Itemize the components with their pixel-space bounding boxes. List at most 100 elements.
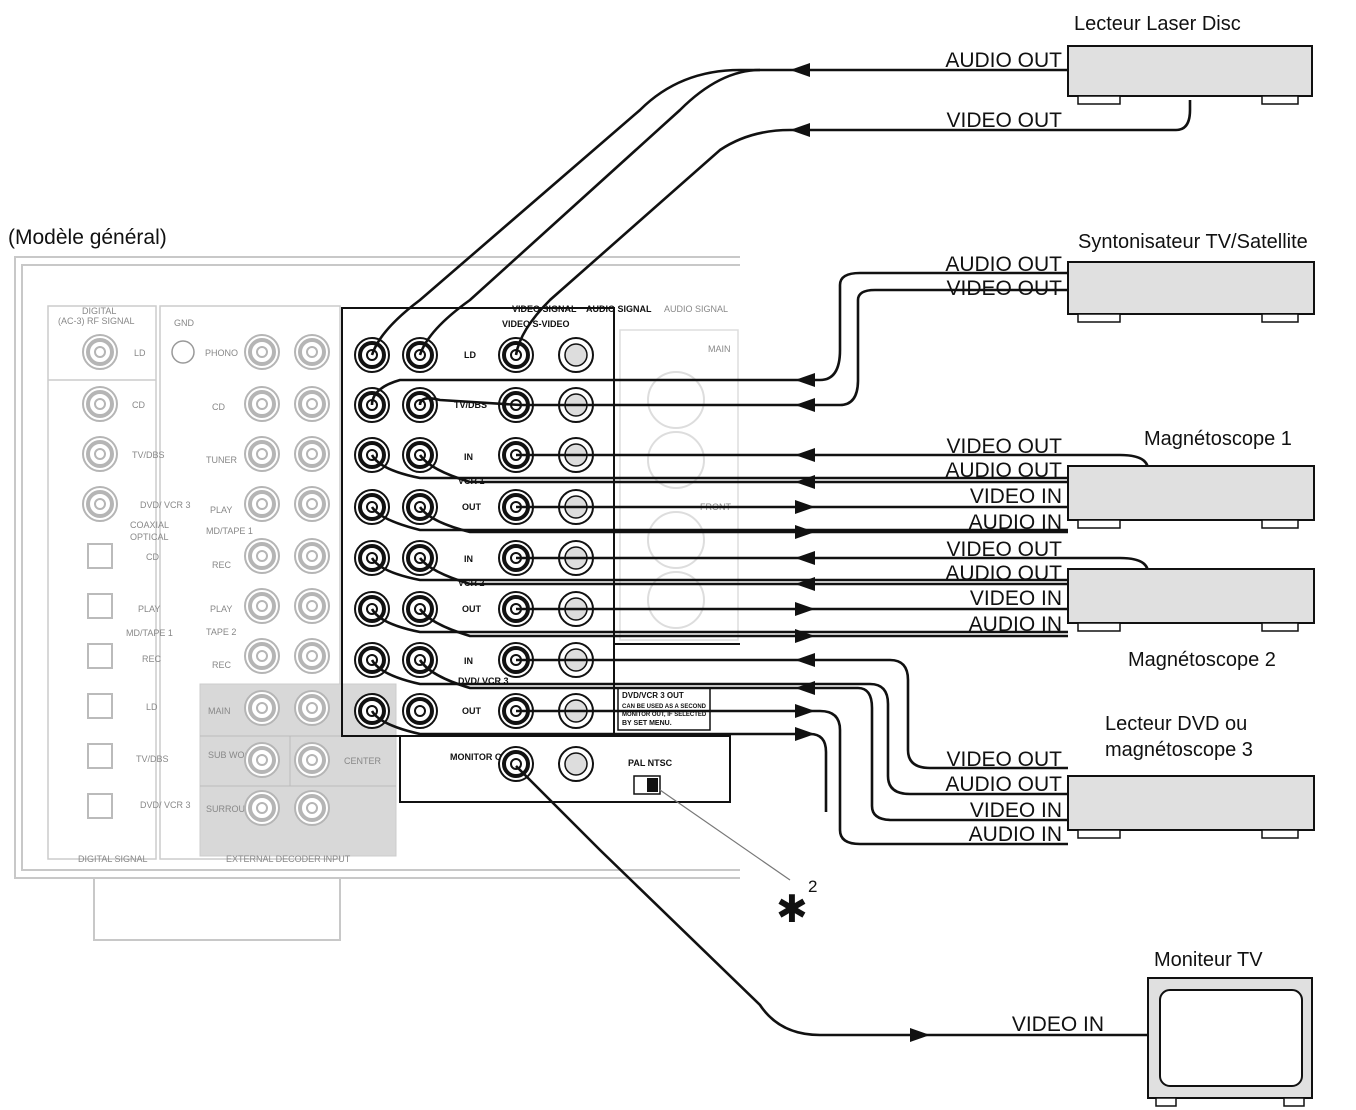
optical-jack-2	[87, 643, 113, 669]
audio-jack-r-7	[294, 690, 330, 726]
port-tuner-video-out: VIDEO OUT	[946, 277, 1062, 300]
panel-cd: CD	[132, 400, 145, 410]
gnd-terminal	[171, 340, 195, 364]
port-vcr1-video-out: VIDEO OUT	[946, 435, 1062, 458]
device-label-monitor: Moniteur TV	[1154, 949, 1263, 971]
device-label-vcr1: Magnétoscope 1	[1144, 428, 1292, 450]
panel-video-svideo: VIDEO S-VIDEO	[502, 319, 570, 329]
panel-opt-rec: REC	[142, 654, 162, 664]
port-vcr2-video-in: VIDEO IN	[970, 587, 1062, 610]
panel-out3: OUT	[462, 706, 482, 716]
panel-opt-play: PLAY	[138, 604, 160, 614]
audio-jack-r-1	[294, 386, 330, 422]
port-dvd-video-in: VIDEO IN	[970, 799, 1062, 822]
audio-jack-r-4	[294, 538, 330, 574]
panel-note2: CAN BE USED AS A SECOND	[622, 704, 707, 710]
panel-dvd-vcr3: DVD/ VCR 3	[140, 500, 191, 510]
audio-jack-l-8	[244, 742, 280, 778]
port-dvd-audio-in: AUDIO IN	[969, 823, 1062, 846]
panel-external-decoder: EXTERNAL DECODER INPUT	[226, 854, 351, 864]
optical-jack-3	[87, 693, 113, 719]
port-vcr1-audio-out: AUDIO OUT	[945, 459, 1062, 482]
panel-tape2: TAPE 2	[206, 627, 236, 637]
panel-dvdvcr3: DVD/ VCR 3	[458, 676, 509, 686]
panel-digital-subtitle: (AC-3) RF SIGNAL	[58, 316, 135, 326]
audio-jack-r-3	[294, 486, 330, 522]
device-label-tuner: Syntonisateur TV/Satellite	[1078, 231, 1308, 253]
panel-note3: MONITOR OUT, IF SELECTED	[622, 712, 707, 718]
audio-jack-l-7	[244, 690, 280, 726]
panel-in2: IN	[464, 554, 473, 564]
panel-ld: LD	[134, 348, 146, 358]
panel-cd2: CD	[212, 402, 225, 412]
device-vcr1	[1067, 465, 1315, 529]
device-dvd	[1067, 775, 1315, 839]
port-ld-video-out: VIDEO OUT	[946, 109, 1062, 132]
panel-note1: DVD/VCR 3 OUT	[622, 691, 684, 700]
panel-center: CENTER	[344, 756, 382, 766]
port-ld-audio-out: AUDIO OUT	[945, 49, 1062, 72]
panel-play: PLAY	[210, 505, 232, 515]
audio-jack-l-9	[244, 790, 280, 826]
panel-optical: OPTICAL	[130, 532, 169, 542]
device-label-dvd-1: Lecteur DVD ou	[1105, 713, 1247, 735]
monitor-out-svideo-jack	[558, 746, 594, 782]
svideo-jack-0	[558, 337, 594, 373]
panel-out2: OUT	[462, 604, 482, 614]
audio-jack-r-0	[294, 334, 330, 370]
audio-jack-l-3	[244, 486, 280, 522]
panel-in3: IN	[464, 656, 473, 666]
panel-md-tape1: MD/TAPE 1	[126, 628, 173, 638]
panel-video-signal: VIDEO SIGNAL	[512, 304, 577, 314]
panel-tvdbs-row: TV/DBS	[454, 400, 487, 410]
port-vcr2-audio-out: AUDIO OUT	[945, 562, 1062, 585]
coax-jack-2	[82, 436, 118, 472]
panel-subwoofer: SUB WOOFER	[208, 750, 270, 760]
monitor-out-video-jack	[498, 746, 534, 782]
panel-out1: OUT	[462, 502, 482, 512]
panel-rec: REC	[212, 560, 232, 570]
port-vcr1-video-in: VIDEO IN	[970, 485, 1062, 508]
panel-play2: PLAY	[210, 604, 232, 614]
coax-jack-3	[82, 486, 118, 522]
port-vcr2-video-out: VIDEO OUT	[946, 538, 1062, 561]
model-label: (Modèle général)	[8, 226, 167, 249]
audio-jack-l-6	[244, 638, 280, 674]
audio-jack-r-9	[294, 790, 330, 826]
device-label-dvd-2: magnétoscope 3	[1105, 739, 1253, 761]
panel-in1: IN	[464, 452, 473, 462]
panel-coaxial: COAXIAL	[130, 520, 169, 530]
panel-note4: BY SET MENU.	[622, 720, 672, 727]
port-vcr2-audio-in: AUDIO IN	[969, 613, 1062, 636]
coax-jack-0	[82, 334, 118, 370]
signal-arrows	[790, 63, 930, 1042]
device-label-vcr2: Magnétoscope 2	[1128, 649, 1276, 671]
panel-tvdbs: TV/DBS	[132, 450, 165, 460]
audio-jack-l-1	[244, 386, 280, 422]
panel-digital-title: DIGITAL	[82, 306, 116, 316]
audio-jack-r-2	[294, 436, 330, 472]
optical-jack-5	[87, 793, 113, 819]
device-label-laserdisc: Lecteur Laser Disc	[1074, 13, 1241, 35]
audio-jack-l-0	[244, 334, 280, 370]
port-monitor-video-in: VIDEO IN	[1012, 1013, 1104, 1036]
panel-audio-signal: AUDIO SIGNAL	[586, 304, 652, 314]
audio-jack-r-5	[294, 588, 330, 624]
port-dvd-audio-out: AUDIO OUT	[945, 773, 1062, 796]
port-vcr1-audio-in: AUDIO IN	[969, 511, 1062, 534]
panel-audio-signal-r: AUDIO SIGNAL	[664, 304, 728, 314]
panel-opt-cd: CD	[146, 552, 159, 562]
panel-opt-dvd: DVD/ VCR 3	[140, 800, 191, 810]
panel-tuner: TUNER	[206, 455, 237, 465]
panel-surround: SURROUND	[206, 804, 259, 814]
device-monitor	[1147, 977, 1313, 1107]
audio-jack-l-2	[244, 436, 280, 472]
optical-jack-1	[87, 593, 113, 619]
panel-main-r: MAIN	[708, 344, 731, 354]
panel-phono: PHONO	[205, 348, 238, 358]
device-tuner	[1067, 261, 1315, 323]
panel-opt-ld: LD	[146, 702, 158, 712]
panel-opt-tvdbs: TV/DBS	[136, 754, 169, 764]
port-tuner-audio-out: AUDIO OUT	[945, 253, 1062, 276]
